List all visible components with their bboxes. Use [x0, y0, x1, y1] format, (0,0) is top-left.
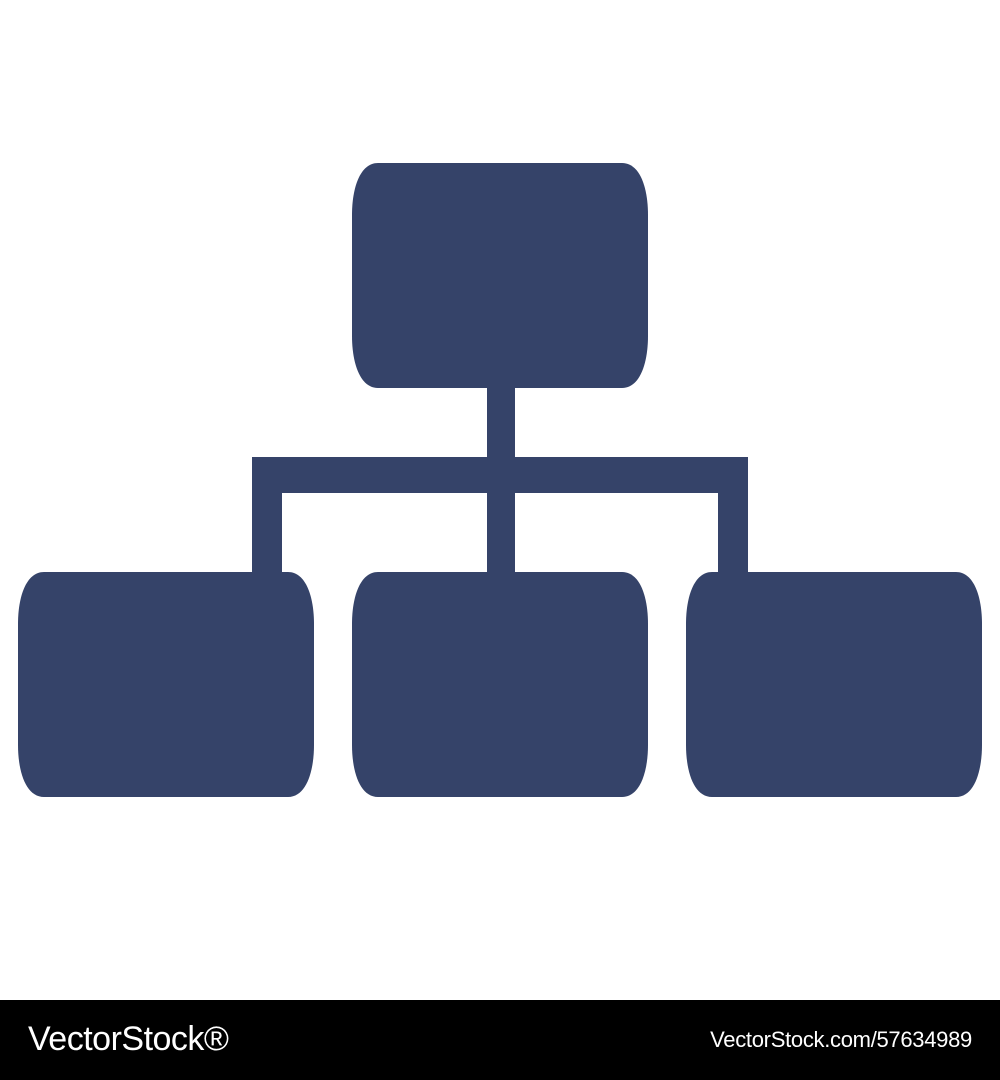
bottom-center-node-box [352, 572, 648, 797]
stock-image-id: VectorStock.com/57634989 [710, 1027, 972, 1052]
connector-left-drop [252, 490, 282, 574]
connector-right-drop [718, 490, 748, 574]
connector-bar [252, 457, 748, 493]
vectorstock-logo: VectorStock® [28, 1020, 229, 1058]
top-node-box [352, 163, 648, 388]
diagram-shapes [18, 163, 982, 797]
connector-stem [487, 386, 515, 458]
bottom-left-node-box [18, 572, 314, 797]
bottom-right-node-box [686, 572, 982, 797]
connector-center-drop [487, 490, 515, 574]
hierarchy-diagram-icon [18, 163, 982, 797]
watermark-footer: VectorStock® VectorStock.com/57634989 [0, 1000, 1000, 1080]
